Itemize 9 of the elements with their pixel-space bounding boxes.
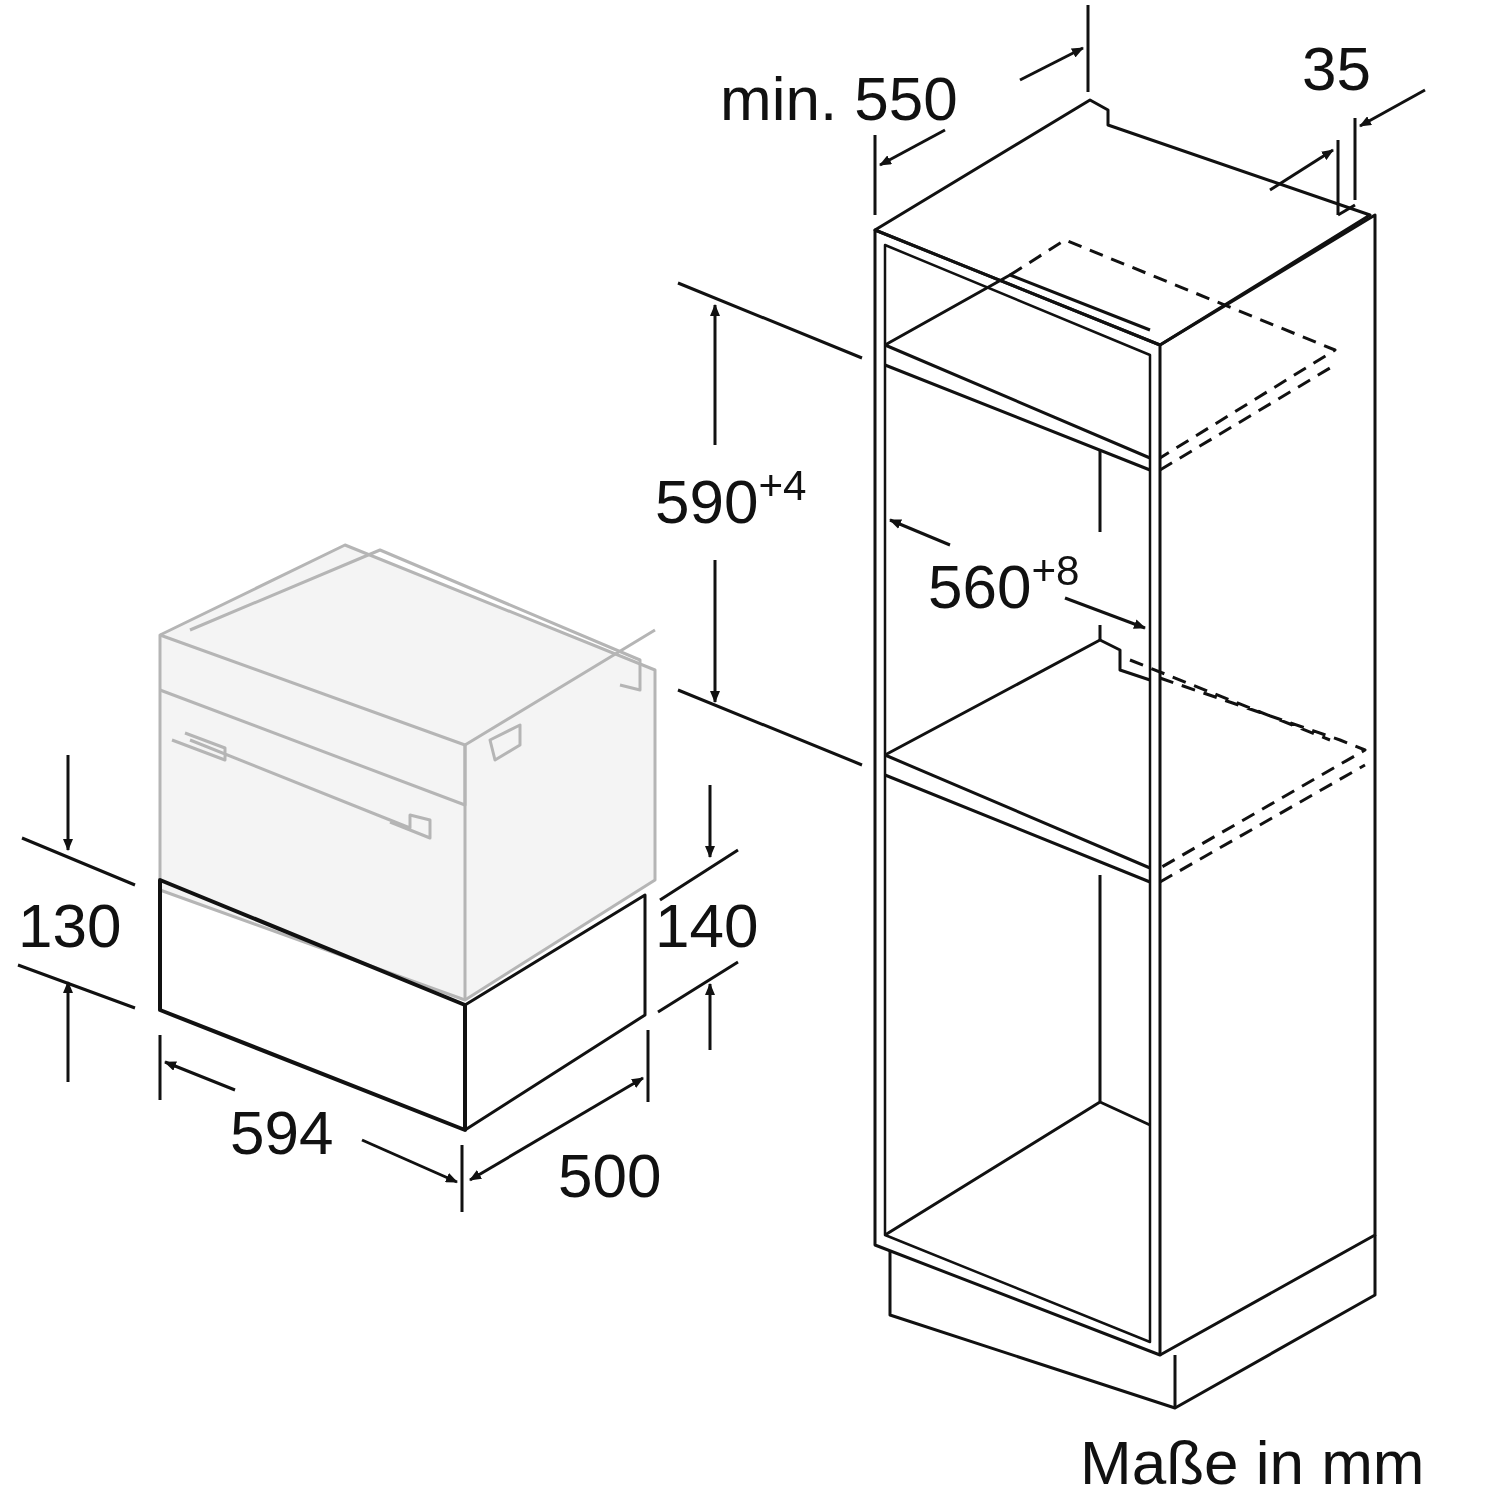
dimension-label: 594 [230,1102,334,1164]
dimension-label: 140 [655,895,759,957]
dimension-label: 560$^{+8}$ [928,550,1080,619]
dimension-label: min. 550 [720,68,958,130]
dimension-label: 35 [1302,38,1371,100]
units-note: Maße in mm [1080,1432,1425,1494]
dimension-label: 500 [558,1145,662,1207]
dimension-label: 590$^{+4}$ [655,465,807,534]
dimension-label: 130 [18,895,122,957]
